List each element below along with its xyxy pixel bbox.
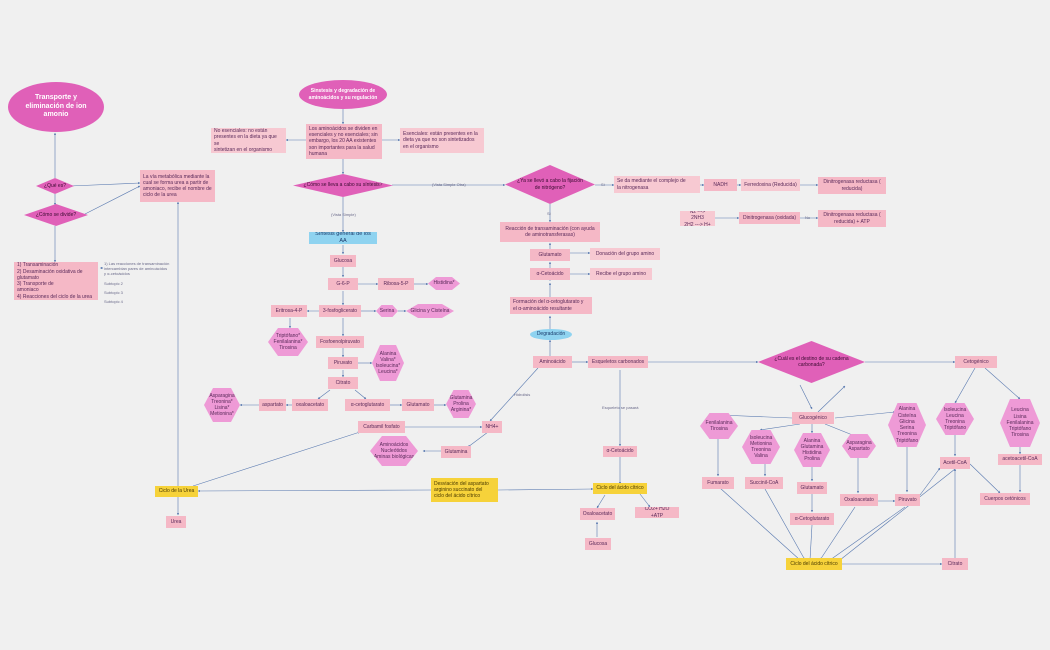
carbamil-fosfato-node[interactable]: Carbamil fosfato xyxy=(358,421,405,433)
acetoacetil-coa-node[interactable]: acetoacetil-CoA xyxy=(998,454,1042,465)
subtopic-3[interactable]: Subtopic 3 xyxy=(104,290,123,295)
desviacion-node[interactable]: Desviación del aspartato arginino succin… xyxy=(431,478,498,502)
nh4-node[interactable]: NH4+ xyxy=(482,421,502,433)
a-cetoacido-bottom-node[interactable]: α-Cetoácido xyxy=(603,446,637,457)
glicina-cisteina-hex[interactable]: Glicina y Cisteína xyxy=(406,304,454,318)
sintesis-general-node[interactable]: Síntesis general de los AA xyxy=(309,232,377,244)
citrato-node[interactable]: Citrato xyxy=(328,377,358,389)
glucosa-bottom-node[interactable]: Glucosa xyxy=(585,538,611,550)
aminoacidos-group-hex[interactable]: Aminoácidos Nucleótidos Aminas biológica… xyxy=(370,436,418,466)
como-sintesis-diamond[interactable]: ¿Cómo se lleva a cabo su síntesis? xyxy=(293,174,393,197)
edge-label-esqueleto-pasa: Esqueleto se pasará xyxy=(602,405,639,410)
serina-hex[interactable]: Serina xyxy=(376,305,398,317)
a-cetoacido-top-node[interactable]: α-Cetoácido xyxy=(530,268,570,280)
ciclo-citrico-center-node[interactable]: Ciclo del ácido cítrico xyxy=(593,483,647,494)
citrato-right-node[interactable]: Citrato xyxy=(942,558,968,570)
no-esenciales-node[interactable]: No esenciales: no están presentes en la … xyxy=(211,128,286,153)
transporte-node[interactable]: Transporte y eliminación de ion amonio xyxy=(8,82,104,132)
alanina-group-hex[interactable]: Alanina Valina* Isoleucina* Leucina* xyxy=(372,345,404,381)
glutamato-right-node[interactable]: Glutamato xyxy=(797,482,827,494)
glutamato-top-node[interactable]: Glutamato xyxy=(530,249,570,261)
oxaloacetato-left-node[interactable]: oxaloacetato xyxy=(292,399,328,411)
glutamina-node[interactable]: Glutamina xyxy=(441,446,471,458)
dinitrogenasa-reductasa-1-node[interactable]: Dinitrogenasa reductasa ( reducida) xyxy=(818,177,886,194)
cetogenico-node[interactable]: Cetogénico xyxy=(955,356,997,368)
complejo-nitrogenasa-node[interactable]: Se da mediante el complejo de la nitroge… xyxy=(614,176,700,193)
piruvato-node[interactable]: Piruvato xyxy=(328,357,358,369)
ciclo-citrico-right-node[interactable]: Ciclo del ácido cítrico xyxy=(786,558,842,570)
aminoacido-node[interactable]: Aminoácido xyxy=(533,356,572,368)
asparagina2-hex[interactable]: Asparagina Aspartato xyxy=(842,434,876,458)
succinil-coa-node[interactable]: Succinil-CoA xyxy=(745,477,783,489)
co2-h2o-atp-node[interactable]: CO2+ H2O +ATP xyxy=(635,507,679,518)
nadh-node[interactable]: NADH xyxy=(704,179,737,191)
subtopic-2[interactable]: Subtopic 2 xyxy=(104,281,123,286)
degradacion-node[interactable]: Degradación xyxy=(530,329,572,340)
g6p-node[interactable]: G-6-P xyxy=(328,278,358,290)
edge-label-si-2: Sí xyxy=(547,211,551,216)
reaccion-transaminacion-node[interactable]: Reacción de transaminación (con ayuda de… xyxy=(500,222,600,242)
histidina-hex[interactable]: Histidina* xyxy=(428,277,460,290)
formacion-node[interactable]: Formación del α-cetoglutarato y el α-ami… xyxy=(510,297,592,314)
via-metabolica-node[interactable]: La vía metabólica mediante la cual se fo… xyxy=(140,170,215,202)
dinitrogenasa-reductasa-2-node[interactable]: Dinitrogenasa reductasa ( reducida) + AT… xyxy=(818,210,886,227)
esqueletos-carbonados-node[interactable]: Esqueletos carbonados xyxy=(588,356,648,368)
acetil-coa-node[interactable]: Acetil-CoA xyxy=(940,457,970,469)
glutamato-left-node[interactable]: Glutamato xyxy=(402,399,434,411)
edge-label-no: No xyxy=(805,215,811,220)
que-es-diamond[interactable]: ¿Qué es? xyxy=(36,178,74,194)
fosfoglicerato-node[interactable]: 3-fosfoglicerato xyxy=(319,305,361,317)
eritrosa-4p-node[interactable]: Eritrosa-4-P xyxy=(271,305,307,317)
edge-label-vista-simple: (Vista Simple) xyxy=(331,212,356,217)
fumarato-node[interactable]: Fumarato xyxy=(702,477,734,489)
piruvato-right-node[interactable]: Piruvato xyxy=(895,494,920,506)
a-cetoglutarato-right-node[interactable]: α-Cetoglutarato xyxy=(790,513,834,525)
cuerpos-cetonicos-node[interactable]: Cuerpos cetónicos xyxy=(980,493,1030,505)
a-cetoglutarato-left-node[interactable]: α-cetoglutarato xyxy=(345,399,390,411)
central-node[interactable]: Los aminoácidos se dividen en esenciales… xyxy=(306,124,382,159)
edge-label-si-1: Sí xyxy=(601,182,605,187)
nota-transaminacion: 1) Las reacciones de transaminación inte… xyxy=(104,261,170,277)
lista-etapas-node[interactable]: 1) Transaminación 2) Desaminación oxidat… xyxy=(14,262,98,300)
como-divide-diamond[interactable]: ¿Cómo se divide? xyxy=(24,204,88,226)
esenciales-node[interactable]: Esenciales: están presentes en la dieta … xyxy=(400,128,484,153)
oxaloacetato-bottom-node[interactable]: Oxaloacetato xyxy=(580,508,615,520)
fosfoenolpiruvato-node[interactable]: Fosfoenolpiruvato xyxy=(316,336,364,348)
oxaloacetato-right-node[interactable]: Oxaloacetato xyxy=(840,494,878,506)
glucogenico-node[interactable]: Glucogénico xyxy=(792,412,834,424)
edge-label-hidrolisis: Hidrolisis xyxy=(514,392,531,397)
aspartato-node[interactable]: aspartato xyxy=(259,399,286,411)
titulo-node[interactable]: Sinstesis y degradación de aminoácidos y… xyxy=(299,80,387,109)
ferredoxina-node[interactable]: Ferredoxina (Reducida) xyxy=(741,179,800,191)
donacion-amino-node[interactable]: Donación del grupo amino xyxy=(590,248,660,260)
dinitrogenasa-oxidada-node[interactable]: Dinitrogenasa (oxidada) xyxy=(739,212,800,224)
ecuacion-node[interactable]: N2 ---> 2NH3 2H2 ---> H+ xyxy=(680,211,715,226)
urea-node[interactable]: Urea xyxy=(166,516,186,528)
glucosa-node[interactable]: Glucosa xyxy=(330,255,356,267)
edge-label-vista-simple-otra: (Vista Simple Otra) xyxy=(432,182,466,187)
recibe-amino-node[interactable]: Recibe el grupo amino xyxy=(590,268,652,280)
ciclo-urea-node[interactable]: Ciclo de la Urea xyxy=(155,486,198,497)
ribosa-5p-node[interactable]: Ribosa-5-P xyxy=(378,278,414,290)
subtopic-4[interactable]: Subtopic 4 xyxy=(104,299,123,304)
